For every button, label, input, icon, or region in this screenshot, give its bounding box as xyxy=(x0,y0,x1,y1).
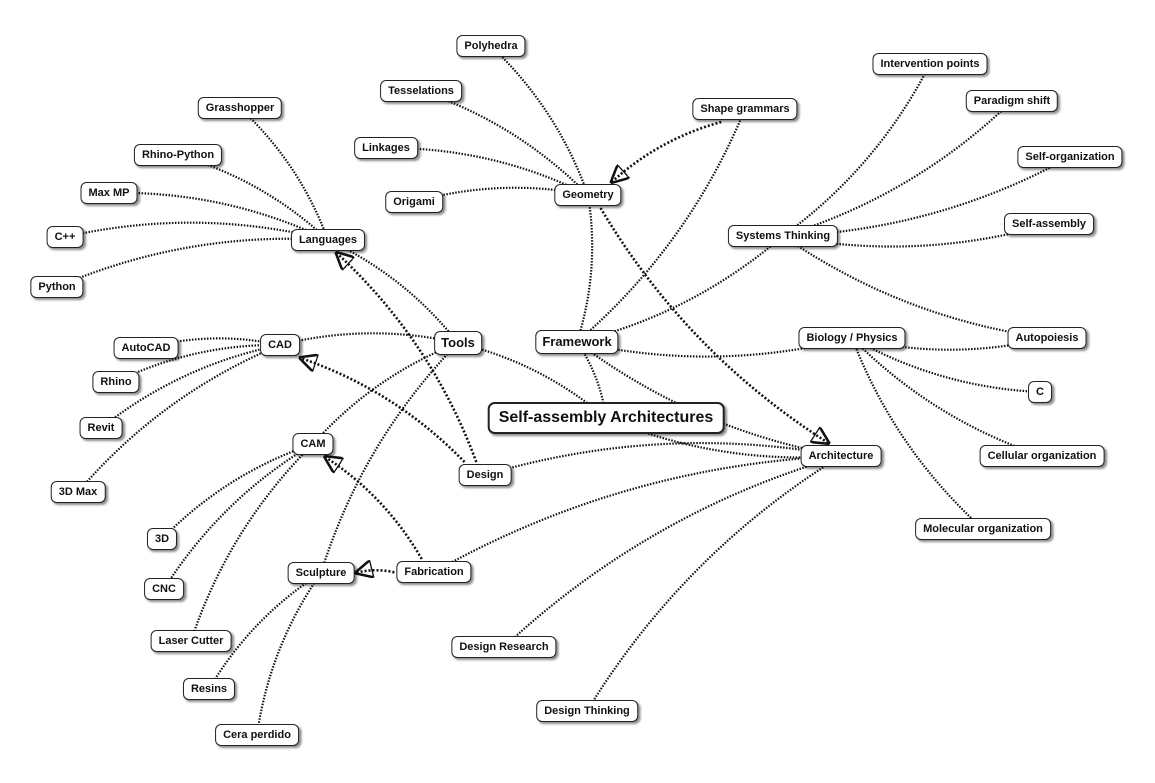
link xyxy=(851,337,1043,458)
node-tesselations[interactable]: Tesselations xyxy=(380,80,462,102)
node-tools[interactable]: Tools xyxy=(434,331,482,355)
node-laser-cutter[interactable]: Laser Cutter xyxy=(150,630,232,652)
node-cpp[interactable]: C++ xyxy=(46,226,84,248)
link xyxy=(64,221,329,242)
node-grasshopper[interactable]: Grasshopper xyxy=(197,97,283,119)
node-intervention-points[interactable]: Intervention points xyxy=(872,53,988,75)
link xyxy=(163,443,314,590)
node-design-thinking[interactable]: Design Thinking xyxy=(536,700,638,722)
directed-link xyxy=(356,570,395,572)
link xyxy=(312,341,459,445)
link xyxy=(56,237,329,289)
link xyxy=(576,341,842,458)
link xyxy=(319,342,459,574)
link xyxy=(255,572,322,736)
node-shape-grammars[interactable]: Shape grammars xyxy=(692,98,798,120)
node-biology-physics[interactable]: Biology / Physics xyxy=(798,327,906,349)
node-autocad[interactable]: AutoCAD xyxy=(113,337,179,359)
node-cnc[interactable]: CNC xyxy=(144,578,184,600)
node-polyhedra[interactable]: Polyhedra xyxy=(456,35,526,57)
node-max-mp[interactable]: Max MP xyxy=(80,182,138,204)
node-revit[interactable]: Revit xyxy=(79,417,123,439)
link xyxy=(490,45,590,196)
directed-link xyxy=(325,457,423,560)
node-cellular-organization[interactable]: Cellular organization xyxy=(979,445,1105,467)
node-framework[interactable]: Framework xyxy=(535,330,619,354)
link xyxy=(851,337,1041,394)
node-cam[interactable]: CAM xyxy=(292,433,334,455)
node-cad[interactable]: CAD xyxy=(260,334,300,356)
directed-link xyxy=(599,207,829,443)
link xyxy=(503,454,842,648)
node-architecture[interactable]: Architecture xyxy=(800,445,882,467)
link xyxy=(576,235,784,344)
node-paradigm-shift[interactable]: Paradigm shift xyxy=(965,90,1059,112)
node-sculpture[interactable]: Sculpture xyxy=(287,562,355,584)
node-cera-perdido[interactable]: Cera perdido xyxy=(215,724,299,746)
node-python[interactable]: Python xyxy=(30,276,84,298)
node-3d-max[interactable]: 3D Max xyxy=(50,481,106,503)
link xyxy=(484,441,842,477)
link xyxy=(576,108,747,343)
link xyxy=(782,235,1048,340)
link xyxy=(782,63,931,237)
node-geometry[interactable]: Geometry xyxy=(554,184,622,206)
node-fabrication[interactable]: Fabrication xyxy=(396,561,472,583)
link xyxy=(77,343,281,493)
directed-link xyxy=(337,253,478,463)
node-self-assembly-architectures[interactable]: Self-assembly Architectures xyxy=(487,402,725,434)
node-resins[interactable]: Resins xyxy=(182,678,236,700)
node-molecular-organization[interactable]: Molecular organization xyxy=(915,518,1051,540)
link xyxy=(115,343,281,383)
link xyxy=(327,239,459,344)
directed-link xyxy=(301,358,466,463)
node-origami[interactable]: Origami xyxy=(385,191,443,213)
node-self-organization[interactable]: Self-organization xyxy=(1017,146,1123,168)
node-self-assembly[interactable]: Self-assembly xyxy=(1004,213,1094,235)
node-languages[interactable]: Languages xyxy=(290,229,366,251)
link xyxy=(850,337,984,530)
link xyxy=(279,332,459,347)
link xyxy=(189,443,314,642)
node-autopoiesis[interactable]: Autopoiesis xyxy=(1007,327,1087,349)
node-systems-thinking[interactable]: Systems Thinking xyxy=(727,225,839,247)
link xyxy=(576,336,853,358)
node-design-research[interactable]: Design Research xyxy=(451,636,557,658)
link xyxy=(586,455,842,712)
node-3d[interactable]: 3D xyxy=(146,528,178,550)
node-rhino[interactable]: Rhino xyxy=(92,371,140,393)
node-linkages[interactable]: Linkages xyxy=(354,137,418,159)
link xyxy=(575,194,594,343)
link xyxy=(782,100,1013,238)
link xyxy=(433,454,842,573)
link xyxy=(239,107,330,241)
link xyxy=(100,343,281,429)
link xyxy=(161,442,314,540)
node-design[interactable]: Design xyxy=(458,464,512,486)
directed-link xyxy=(612,120,722,182)
link xyxy=(420,89,589,196)
node-c[interactable]: C xyxy=(1028,381,1052,403)
node-rhino-python[interactable]: Rhino-Python xyxy=(133,144,223,166)
